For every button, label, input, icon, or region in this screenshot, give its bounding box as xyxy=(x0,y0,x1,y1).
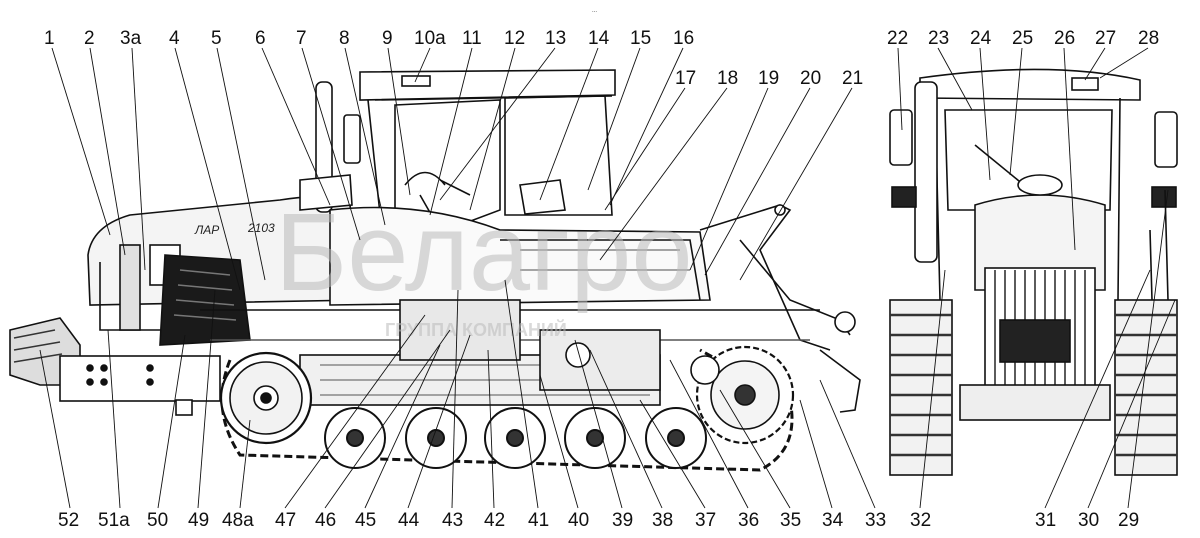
callout-19: 19 xyxy=(758,68,779,89)
callout-43: 43 xyxy=(442,510,463,531)
watermark-sub: ГРУППА КОМПАНИЙ xyxy=(385,319,567,340)
side-view-tractor xyxy=(9,69,861,472)
bottom-callouts: 52 51а 50 49 48а 47 46 45 44 43 42 41 40… xyxy=(58,510,1139,531)
callout-27: 27 xyxy=(1095,28,1116,49)
callout-10a: 10а xyxy=(414,28,446,49)
model-text: ЛАР xyxy=(194,223,219,237)
callout-21: 21 xyxy=(842,68,863,89)
callout-5: 5 xyxy=(211,28,222,49)
callout-41: 41 xyxy=(528,510,549,531)
callout-4: 4 xyxy=(169,28,180,49)
callout-24: 24 xyxy=(970,28,992,49)
callout-46: 46 xyxy=(315,510,336,531)
callout-35: 35 xyxy=(780,510,801,531)
watermark: Белагро ГРУППА КОМПАНИЙ xyxy=(275,191,693,340)
callout-45: 45 xyxy=(355,510,376,531)
callout-11: 11 xyxy=(462,28,482,49)
callout-7: 7 xyxy=(296,28,307,49)
callout-17: 17 xyxy=(675,68,696,89)
callout-29: 29 xyxy=(1118,510,1139,531)
callout-9: 9 xyxy=(382,28,393,49)
callout-14: 14 xyxy=(588,28,610,49)
leader-lines xyxy=(39,47,1176,509)
callout-30: 30 xyxy=(1078,510,1099,531)
callout-50: 50 xyxy=(147,510,168,531)
callout-42: 42 xyxy=(484,510,505,531)
model-number: 2103 xyxy=(247,221,275,235)
callout-6: 6 xyxy=(255,28,266,49)
callout-13: 13 xyxy=(545,28,566,49)
callout-25: 25 xyxy=(1012,28,1033,49)
callout-40: 40 xyxy=(568,510,589,531)
callout-22: 22 xyxy=(887,28,908,49)
callout-20: 20 xyxy=(800,68,821,89)
callout-16: 16 xyxy=(673,28,694,49)
callout-18: 18 xyxy=(717,68,738,89)
top-callouts: 1 2 3а 4 5 6 7 8 9 10а 11 12 13 14 15 16… xyxy=(44,28,1159,89)
top-caption: ... xyxy=(592,8,597,14)
callout-12: 12 xyxy=(504,28,525,49)
callout-49: 49 xyxy=(188,510,209,531)
callout-44: 44 xyxy=(398,510,420,531)
callout-1: 1 xyxy=(44,28,55,49)
front-view-tractor xyxy=(889,68,1178,476)
callout-34: 34 xyxy=(822,510,844,531)
callout-23: 23 xyxy=(928,28,949,49)
watermark-main: Белагро xyxy=(275,191,693,314)
callout-51a: 51а xyxy=(98,510,130,531)
callout-31: 31 xyxy=(1035,510,1056,531)
callout-3a: 3а xyxy=(120,28,142,49)
callout-38: 38 xyxy=(652,510,673,531)
callout-2: 2 xyxy=(84,28,95,49)
callout-15: 15 xyxy=(630,28,651,49)
callout-28: 28 xyxy=(1138,28,1159,49)
callout-32: 32 xyxy=(910,510,931,531)
callout-26: 26 xyxy=(1054,28,1075,49)
callout-36: 36 xyxy=(738,510,759,531)
callout-39: 39 xyxy=(612,510,633,531)
callout-33: 33 xyxy=(865,510,886,531)
callout-52: 52 xyxy=(58,510,79,531)
callout-8: 8 xyxy=(339,28,350,49)
callout-37: 37 xyxy=(695,510,716,531)
callout-47: 47 xyxy=(275,510,296,531)
callout-48a: 48а xyxy=(222,510,254,531)
